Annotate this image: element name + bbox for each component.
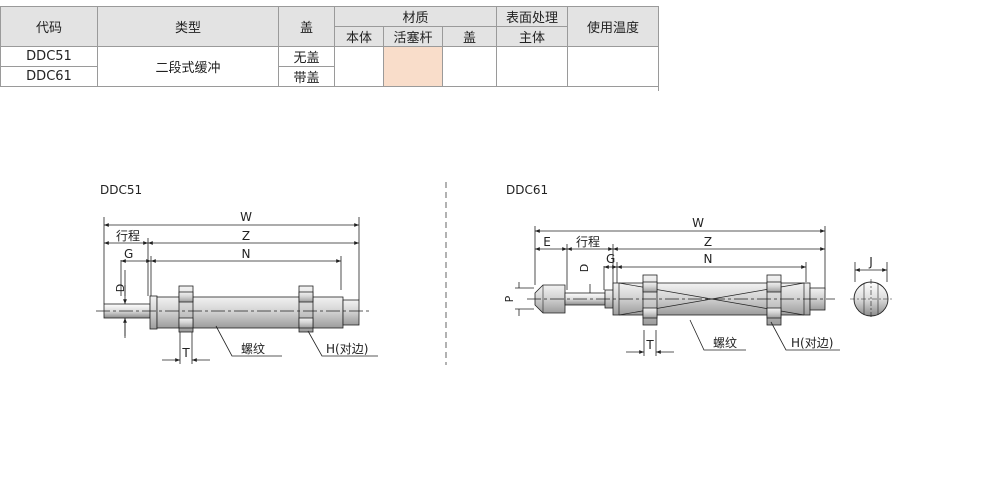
- dim-d-label: D: [578, 264, 591, 272]
- dim-n-label: N: [242, 247, 251, 261]
- header-material: 材质: [334, 6, 497, 27]
- diagram-title: DDC61: [506, 183, 548, 197]
- table-row: DDC61 带盖: [0, 66, 659, 87]
- header-temp: 使用温度: [567, 6, 659, 47]
- hex-label: H(对边): [326, 342, 368, 356]
- header-surface: 表面处理: [496, 6, 568, 27]
- dim-z-label: Z: [242, 229, 250, 243]
- cell-code: DDC51: [0, 46, 98, 67]
- table-edge-line: [658, 77, 659, 91]
- diagram-title: DDC51: [100, 183, 142, 197]
- dim-stroke-label: 行程: [116, 228, 140, 243]
- cell-temp: [567, 46, 659, 87]
- dim-j-label: J: [868, 255, 873, 269]
- header-code: 代码: [0, 6, 98, 47]
- header-body: 本体: [334, 26, 384, 47]
- cell-main: [496, 46, 568, 87]
- thread-label: 螺纹: [713, 336, 737, 350]
- dim-w-label: W: [240, 210, 252, 224]
- spec-table: 代码 类型 盖 材质 表面处理 使用温度 本体 活塞杆 盖 主体 DDC51 二…: [0, 6, 659, 87]
- cell-cover-material: [442, 46, 497, 87]
- cell-piston: [383, 46, 443, 87]
- dim-w-label: W: [692, 216, 704, 230]
- dim-n-label: N: [704, 252, 713, 266]
- dim-t-label: T: [181, 346, 190, 360]
- table-row: DDC51 二段式缓冲 无盖: [0, 46, 659, 87]
- dim-p-label: P: [503, 295, 516, 302]
- dim-e-label: E: [543, 235, 551, 249]
- dim-g-label: G: [606, 252, 615, 266]
- cell-code: DDC61: [0, 66, 98, 87]
- cell-type: 二段式缓冲: [97, 46, 279, 87]
- dim-t-label: T: [645, 338, 654, 352]
- dim-g-label: G: [124, 247, 133, 261]
- dim-z-label: Z: [704, 235, 712, 249]
- cell-cover: 带盖: [278, 66, 335, 87]
- cell-body: [334, 46, 384, 87]
- hex-label: H(对边): [791, 336, 833, 350]
- dim-d-label: D: [114, 284, 127, 292]
- dim-stroke-label: 行程: [576, 234, 600, 249]
- end-view: [850, 279, 892, 319]
- thread-label: 螺纹: [241, 342, 265, 356]
- header-piston: 活塞杆: [383, 26, 443, 47]
- diagram-ddc61: DDC61: [503, 183, 892, 356]
- diagram-ddc51: DDC51 W 行程 Z: [96, 183, 378, 364]
